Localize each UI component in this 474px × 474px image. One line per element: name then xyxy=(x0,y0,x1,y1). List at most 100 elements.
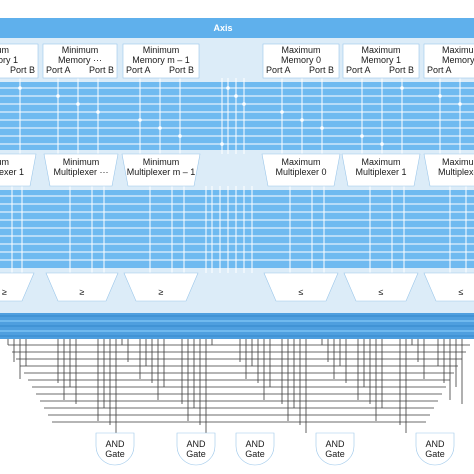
svg-text:Gate: Gate xyxy=(105,449,125,459)
wire-junction xyxy=(138,118,142,122)
comparator-block: ≤ xyxy=(343,272,419,302)
svg-text:Port B: Port B xyxy=(89,65,114,75)
wire-junction xyxy=(380,142,384,146)
comparator-block: ≤ xyxy=(423,272,474,302)
wire-junction xyxy=(96,110,100,114)
svg-text:Port A: Port A xyxy=(46,65,71,75)
svg-text:Multiplexer m – 1: Multiplexer m – 1 xyxy=(127,167,196,177)
wire-junction xyxy=(76,102,80,106)
svg-text:AND: AND xyxy=(186,439,206,449)
svg-text:Gate: Gate xyxy=(186,449,206,459)
svg-text:AND: AND xyxy=(105,439,125,449)
multiplexer-block: Maximum Multiplexer 1 xyxy=(341,153,421,187)
svg-text:AND: AND xyxy=(245,439,265,449)
svg-text:Minimum: Minimum xyxy=(143,157,180,167)
wire-junction xyxy=(400,86,404,90)
comparator-block: ≥ xyxy=(45,272,119,302)
wire-junction xyxy=(360,134,364,138)
svg-text:Memory 1: Memory 1 xyxy=(0,55,18,65)
and-gate: AND Gate xyxy=(176,432,216,466)
svg-text:Multiplexer 0: Multiplexer 0 xyxy=(275,167,326,177)
svg-text:Minimum: Minimum xyxy=(143,45,180,55)
memory-to-multiplexer-wires xyxy=(0,78,474,154)
memory-block: Minimum Memory 1 Port B xyxy=(0,43,39,79)
svg-text:Multiplexer 1: Multiplexer 1 xyxy=(0,167,24,177)
comparator-to-gate-wires xyxy=(7,339,470,433)
and-gate: AND Gate xyxy=(415,432,455,466)
svg-text:Memory 1: Memory 1 xyxy=(361,55,401,65)
memory-block: Maximum Memory Port A xyxy=(423,43,474,79)
wire-junction xyxy=(56,94,60,98)
and-gate: AND Gate xyxy=(235,432,275,466)
svg-text:Memory m – 1: Memory m – 1 xyxy=(132,55,190,65)
svg-text:Minimum: Minimum xyxy=(0,157,9,167)
svg-text:Maximum: Maximum xyxy=(281,157,320,167)
svg-text:Port B: Port B xyxy=(389,65,414,75)
svg-text:Memory 0: Memory 0 xyxy=(281,55,321,65)
and-gate: AND Gate xyxy=(315,432,355,466)
svg-text:≤: ≤ xyxy=(379,287,384,297)
address-bus-band xyxy=(0,82,474,150)
svg-text:Port B: Port B xyxy=(10,65,35,75)
and-gate: AND Gate xyxy=(95,432,135,466)
svg-text:Maximum: Maximum xyxy=(361,45,400,55)
svg-text:Multiplexer ···: Multiplexer ··· xyxy=(53,167,108,177)
svg-text:Port B: Port B xyxy=(169,65,194,75)
wire-junction xyxy=(226,86,230,90)
svg-text:Multiplexer 1: Multiplexer 1 xyxy=(355,167,406,177)
multiplexer-block: Minimum Multiplexer 1 xyxy=(0,153,37,187)
axis-header-bar xyxy=(0,18,474,38)
wire-junction xyxy=(220,142,224,146)
svg-text:Gate: Gate xyxy=(245,449,265,459)
svg-text:Memory: Memory xyxy=(442,55,474,65)
result-bus-stripes xyxy=(0,315,474,337)
comparator-block: ≥ xyxy=(0,272,35,302)
svg-text:≤: ≤ xyxy=(299,287,304,297)
multiplexer-block: Maximum Multiplexer xyxy=(423,153,474,187)
wire-junction xyxy=(242,102,246,106)
multiplexer-block: Minimum Multiplexer ··· xyxy=(43,153,119,187)
memory-block: Minimum Memory m – 1 Port A Port B xyxy=(122,43,200,79)
svg-text:≥: ≥ xyxy=(159,287,164,297)
svg-text:Maximum: Maximum xyxy=(442,45,474,55)
svg-text:Gate: Gate xyxy=(325,449,345,459)
memory-block: Minimum Memory ··· Port A Port B xyxy=(42,43,118,79)
data-bus-band xyxy=(0,190,474,268)
svg-text:Maximum: Maximum xyxy=(361,157,400,167)
comparator-block: ≤ xyxy=(263,272,339,302)
wire-junction xyxy=(158,126,162,130)
svg-text:≥: ≥ xyxy=(80,287,85,297)
wire-junction xyxy=(280,110,284,114)
svg-text:Multiplexer: Multiplexer xyxy=(438,167,474,177)
multiplexer-to-comparator-wires xyxy=(0,186,474,273)
memory-block: Maximum Memory 1 Port A Port B xyxy=(342,43,420,79)
axis-header-title: Axis xyxy=(213,23,232,33)
svg-text:AND: AND xyxy=(325,439,345,449)
svg-text:Minimum: Minimum xyxy=(63,157,100,167)
svg-text:Port B: Port B xyxy=(309,65,334,75)
svg-text:Port A: Port A xyxy=(346,65,371,75)
wire-junction xyxy=(300,118,304,122)
comparator-block: ≥ xyxy=(123,272,199,302)
svg-text:Port A: Port A xyxy=(266,65,291,75)
svg-text:Maximum: Maximum xyxy=(442,157,474,167)
svg-text:Minimum: Minimum xyxy=(62,45,99,55)
wire-junction xyxy=(320,126,324,130)
svg-text:≤: ≤ xyxy=(459,287,464,297)
memory-block: Maximum Memory 0 Port A Port B xyxy=(262,43,340,79)
svg-text:Port A: Port A xyxy=(427,65,452,75)
wire-junction xyxy=(18,86,22,90)
svg-text:Maximum: Maximum xyxy=(281,45,320,55)
multiplexer-block: Maximum Multiplexer 0 xyxy=(261,153,341,187)
svg-text:Minimum: Minimum xyxy=(0,45,9,55)
wire-junction xyxy=(458,102,462,106)
wire-junction xyxy=(438,94,442,98)
svg-text:≥: ≥ xyxy=(2,287,7,297)
wire-junction xyxy=(178,134,182,138)
wire-junction xyxy=(234,94,238,98)
svg-text:Memory ···: Memory ··· xyxy=(58,55,102,65)
multiplexer-block: Minimum Multiplexer m – 1 xyxy=(121,153,201,187)
svg-text:Gate: Gate xyxy=(425,449,445,459)
